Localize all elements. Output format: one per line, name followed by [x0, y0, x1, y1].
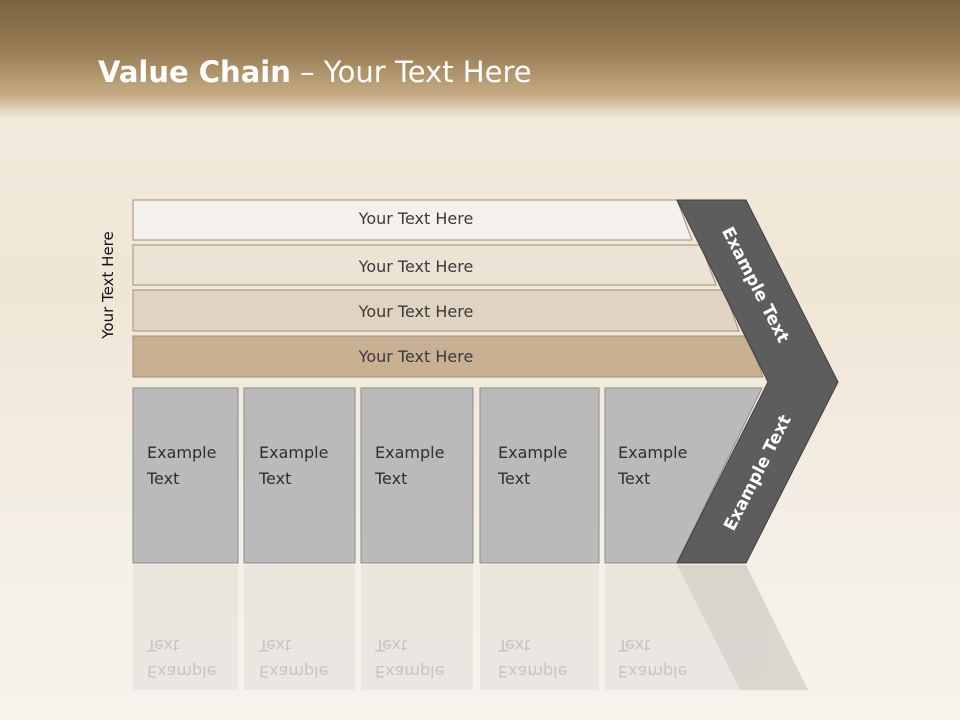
column-2-reflection-line2: Text [259, 636, 292, 655]
bar-3-label: Your Text Here [358, 302, 474, 321]
bar-1-shape[interactable] [132, 199, 693, 241]
column-1-line2: Text [147, 469, 180, 488]
column-2-reflection-line1: Example [259, 662, 329, 681]
slide-title[interactable]: Value Chain – Your Text Here [98, 55, 532, 89]
title-band [0, 0, 960, 118]
column-5-line1: Example [618, 443, 688, 462]
column-2-shape[interactable] [243, 387, 356, 564]
column-5-reflection: Example Text [618, 632, 687, 684]
title-bold: Value Chain [98, 55, 291, 89]
column-5-reflection-line1: Example [618, 662, 688, 681]
column-3-line2: Text [375, 469, 408, 488]
column-3-shape[interactable] [360, 387, 474, 564]
column-5-reflection-line2: Text [618, 636, 651, 655]
column-4-reflection: Example Text [498, 632, 567, 684]
bar-4-shape[interactable] [132, 335, 764, 378]
column-1-shape[interactable] [132, 387, 239, 564]
reflection [133, 565, 808, 690]
column-4-reflection-line2: Text [498, 636, 531, 655]
column-3-reflection-line1: Example [375, 662, 445, 681]
column-4-reflection-line1: Example [498, 662, 568, 681]
column-2-reflection: Example Text [259, 632, 328, 684]
column-5-line2: Text [618, 469, 651, 488]
column-3-reflection: Example Text [375, 632, 444, 684]
bar-2-label: Your Text Here [358, 257, 474, 276]
title-rest: – Your Text Here [290, 55, 532, 89]
column-4-line2: Text [498, 469, 531, 488]
column-2-line2: Text [259, 469, 292, 488]
column-1-line1: Example [147, 443, 217, 462]
column-1-reflection: Example Text [147, 632, 216, 684]
column-1-reflection-line2: Text [147, 636, 180, 655]
bar-1-label: Your Text Here [358, 209, 474, 228]
column-4-line1: Example [498, 443, 568, 462]
column-3-reflection-line2: Text [375, 636, 408, 655]
column-1-reflection-line1: Example [147, 662, 217, 681]
bar-4-label: Your Text Here [358, 347, 474, 366]
bar-2-shape[interactable] [132, 244, 717, 286]
bar-3-shape[interactable] [132, 289, 740, 332]
column-4-shape[interactable] [479, 387, 600, 564]
chevron-shape[interactable] [676, 199, 839, 564]
column-2-line1: Example [259, 443, 329, 462]
column-3-line1: Example [375, 443, 445, 462]
